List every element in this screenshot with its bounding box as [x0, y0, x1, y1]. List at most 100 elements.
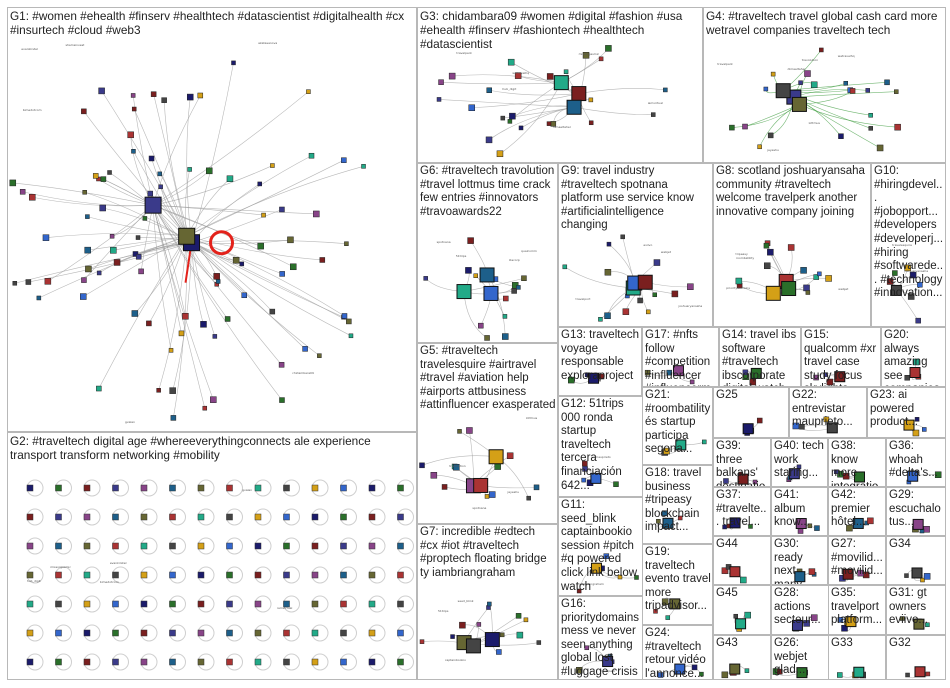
cluster-edges-g15 — [813, 371, 846, 386]
graph-edge — [444, 485, 481, 490]
graph-node — [770, 71, 776, 77]
graph-node — [656, 518, 661, 524]
graph-node — [763, 86, 769, 92]
graph-edge — [452, 74, 562, 83]
graph-edge — [549, 76, 579, 94]
graph-node — [892, 270, 898, 276]
graph-node — [226, 542, 233, 550]
graph-edge — [902, 618, 920, 625]
graph-edge — [801, 523, 818, 529]
graph-node — [213, 273, 220, 280]
graph-node — [811, 614, 818, 621]
graph-edge — [664, 444, 682, 454]
graph-edge — [186, 236, 245, 296]
graph-edge — [916, 621, 920, 628]
graph-edge — [908, 419, 918, 426]
graph-edge — [486, 274, 519, 288]
graph-node — [397, 658, 404, 666]
graph-edge — [783, 82, 846, 92]
graph-node — [841, 624, 848, 632]
graph-edge — [584, 468, 597, 479]
graph-edge — [723, 570, 736, 575]
graph-edge — [112, 204, 154, 237]
graph-node — [170, 415, 177, 421]
cluster-panel-g17: G17: #nfts follow #competition #influenc… — [642, 327, 719, 387]
graph-edge — [191, 242, 349, 322]
cluster-label-g4: G4: #traveltech travel global cash card … — [706, 9, 938, 37]
graph-edge — [152, 205, 214, 400]
graph-node — [605, 45, 612, 52]
graph-node — [254, 484, 262, 492]
hub-node — [775, 83, 791, 99]
graph-node — [341, 314, 346, 320]
graph-node — [55, 484, 62, 492]
graph-edge — [184, 169, 190, 237]
graph-node — [419, 462, 425, 469]
graph-edge — [152, 95, 201, 206]
graph-edge — [518, 75, 562, 83]
graph-node — [311, 484, 319, 492]
graph-edge — [98, 236, 187, 389]
cluster-label-g1: G1: #women #ehealth #finserv #healthtech… — [10, 9, 405, 37]
graph-node — [622, 308, 630, 315]
graph-node — [744, 611, 751, 619]
graph-node — [823, 416, 830, 423]
cluster-label-g5: G5: #traveltech travelesquire #airtravel… — [420, 345, 556, 412]
graph-node — [430, 472, 438, 479]
graph-node — [837, 672, 843, 678]
graph-edge — [596, 567, 637, 579]
cluster-label-g30: G30: ready next many... — [774, 538, 811, 585]
node-tag: hub_digit — [26, 579, 41, 584]
cluster-label-g16: G16: prioritydomains mess ve never seen … — [561, 598, 639, 678]
self-loop — [340, 653, 357, 671]
graph-edge — [113, 235, 187, 251]
graph-node — [200, 321, 207, 328]
graph-edge — [914, 572, 923, 581]
self-loop — [368, 508, 386, 526]
graph-node — [109, 233, 115, 239]
graph-edge — [152, 205, 172, 351]
graph-edge — [473, 466, 498, 487]
cluster-edges-g27 — [839, 568, 870, 582]
graph-node — [466, 427, 473, 434]
graph-node — [476, 622, 482, 627]
self-loop — [283, 479, 300, 497]
graph-node — [55, 513, 62, 521]
hub-node — [778, 273, 794, 289]
node-tag: travelperk — [456, 51, 472, 56]
graph-node — [178, 330, 185, 337]
cluster-edges-g31 — [899, 616, 930, 630]
graph-node — [361, 164, 366, 169]
graph-node — [135, 254, 142, 260]
self-loop — [254, 537, 272, 555]
self-loop — [55, 566, 72, 584]
self-loop — [169, 653, 186, 671]
graph-edge — [101, 90, 192, 243]
graph-edge — [471, 93, 579, 109]
graph-edge — [153, 94, 187, 237]
graph-edge — [186, 236, 217, 277]
graph-node — [915, 618, 922, 626]
graph-edge — [607, 655, 611, 662]
graph-edge — [143, 204, 154, 219]
node-tag: spotnana — [436, 240, 451, 245]
graph-edge — [608, 243, 636, 284]
graph-edge — [84, 191, 192, 243]
self-loop — [26, 653, 44, 671]
graph-edge — [561, 58, 602, 83]
graph-node — [584, 372, 590, 377]
graph-edge — [133, 151, 187, 237]
hub-node — [788, 468, 800, 480]
graph-edge — [746, 425, 753, 434]
cluster-edges-g7 — [419, 601, 542, 655]
hub-node — [794, 571, 806, 583]
cluster-panel-g22: G22: entrevistar mauprieto... — [789, 387, 867, 438]
graph-edge — [848, 573, 867, 576]
graph-node — [257, 242, 264, 250]
graph-node — [226, 571, 233, 579]
graph-node — [486, 605, 491, 610]
cluster-edges-g37 — [722, 517, 753, 530]
graph-node — [568, 376, 575, 384]
